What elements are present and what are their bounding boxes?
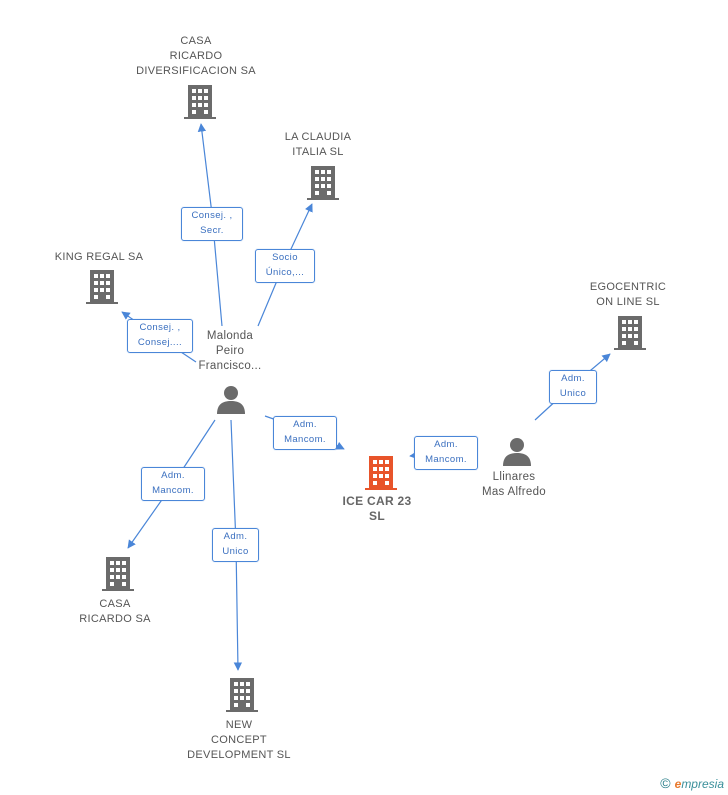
node-label-egocentric: EGOCENTRIC ON LINE SL — [589, 281, 667, 308]
node-label-casa-ricardo: CASA RICARDO SA — [79, 598, 151, 625]
node-label-king-regal: KING REGAL SA — [54, 251, 144, 263]
brand-initial: e — [674, 777, 682, 791]
edge-label-icecar-llinares[interactable]: Adm. Mancom. — [414, 436, 478, 470]
node-label-malonda: Malonda Peiro Francisco... — [198, 330, 262, 372]
edge-label-diversificacion[interactable]: Consej. , Secr. — [181, 207, 243, 241]
building-icon[interactable] — [86, 270, 118, 304]
edge-label-egocentric[interactable]: Adm. Unico — [549, 370, 597, 404]
building-icon-focus[interactable] — [365, 456, 397, 490]
person-icon[interactable] — [216, 384, 246, 414]
copyright-symbol: © — [660, 775, 671, 791]
building-icon[interactable] — [307, 166, 339, 200]
building-icon[interactable] — [184, 85, 216, 119]
node-label-casa-ricardo-diversificacion: CASA RICARDO DIVERSIFICACION SA — [136, 35, 256, 77]
node-label-llinares: Llinares Mas Alfredo — [481, 471, 547, 498]
node-label-ice-car: ICE CAR 23 SL — [342, 494, 412, 523]
node-label-new-concept: NEW CONCEPT DEVELOPMENT SL — [187, 719, 291, 761]
edge-label-new-concept[interactable]: Adm. Unico — [212, 528, 259, 562]
edge-label-casa-ricardo[interactable]: Adm. Mancom. — [141, 467, 205, 501]
edge-label-claudia[interactable]: Socio Único,... — [255, 249, 315, 283]
building-icon[interactable] — [102, 557, 134, 591]
building-icon[interactable] — [226, 678, 258, 712]
footer-brand: ©empresia — [660, 775, 724, 791]
edge-label-icecar-malonda[interactable]: Adm. Mancom. — [273, 416, 337, 450]
person-icon[interactable] — [502, 436, 532, 466]
brand-name: mpresia — [681, 777, 724, 791]
edge-label-king[interactable]: Consej. , Consej.... — [127, 319, 193, 353]
node-label-la-claudia: LA CLAUDIA ITALIA SL — [284, 131, 352, 158]
building-icon[interactable] — [614, 316, 646, 350]
